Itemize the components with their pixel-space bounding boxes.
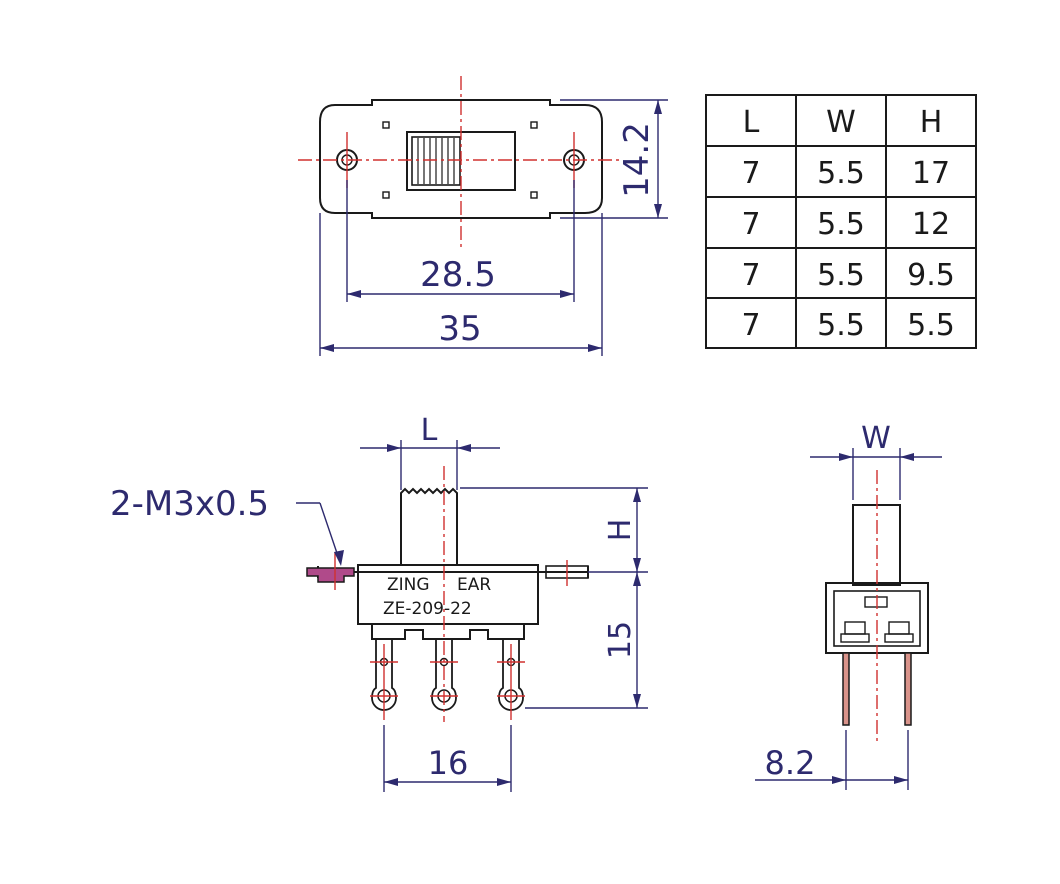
table-cell: 7 xyxy=(741,258,760,293)
dim-H-15 xyxy=(460,487,648,709)
table-cell: 5.5 xyxy=(817,207,865,242)
front-view: ZING EAR ZE-209-22 L H 15 xyxy=(110,413,648,792)
table-cell: 5.5 xyxy=(907,308,955,343)
top-view-tab xyxy=(382,121,390,129)
table-cell: 9.5 xyxy=(907,258,955,293)
dim-16 xyxy=(383,725,512,792)
table-cell: 17 xyxy=(912,156,950,191)
body-mark-model: ZE-209-22 xyxy=(383,599,472,619)
table-cell: 5.5 xyxy=(817,258,865,293)
dim-label-w: W xyxy=(861,421,891,456)
table-header-w: W xyxy=(826,105,856,140)
table-cell: 7 xyxy=(741,156,760,191)
dim-label-height: 14.2 xyxy=(617,122,657,198)
table-cell: 7 xyxy=(741,308,760,343)
dim-label-pin-spacing: 16 xyxy=(428,744,469,782)
dim-label-overall-width: 35 xyxy=(438,309,481,349)
dim-14-2 xyxy=(560,99,668,219)
dim-8-2 xyxy=(755,730,909,790)
dim-28-5 xyxy=(346,180,575,302)
table-header-l: L xyxy=(743,105,760,140)
side-view-pin-left xyxy=(842,652,850,726)
dim-label-body-height: 15 xyxy=(603,621,638,659)
dim-label-hole-spacing: 28.5 xyxy=(420,255,496,295)
top-view-tab xyxy=(530,121,538,129)
dim-W xyxy=(810,448,942,500)
front-view-pins xyxy=(371,639,524,711)
side-view: W 8.2 xyxy=(755,421,942,790)
top-view: 28.5 35 14.2 xyxy=(298,76,668,356)
body-mark-zing: ZING xyxy=(387,575,430,595)
table-cell: 5.5 xyxy=(817,308,865,343)
dim-label-h: H xyxy=(603,519,638,542)
top-view-plate xyxy=(319,99,603,219)
table-cell: 5.5 xyxy=(817,156,865,191)
thread-hole-marker xyxy=(306,567,355,583)
table-header-h: H xyxy=(920,105,943,140)
table-cell: 12 xyxy=(912,207,950,242)
dim-L xyxy=(360,440,500,490)
front-view-body xyxy=(357,564,539,625)
body-mark-ear: EAR xyxy=(457,575,491,595)
table-cell: 7 xyxy=(741,207,760,242)
dim-label-l: L xyxy=(421,413,438,448)
dim-35 xyxy=(319,213,603,356)
top-view-tab xyxy=(382,191,390,199)
front-view-actuator xyxy=(400,487,458,565)
top-view-tab xyxy=(530,191,538,199)
side-view-pin-right xyxy=(904,652,912,726)
thread-callout-label: 2-M3x0.5 xyxy=(110,484,269,524)
dimension-table: L W H 7 5.5 17 7 5.5 12 7 5.5 9.5 7 5.5 … xyxy=(705,94,977,349)
top-view-knob xyxy=(411,136,461,186)
thread-callout-leader xyxy=(296,502,344,566)
dim-label-pin-row: 8.2 xyxy=(765,744,816,782)
